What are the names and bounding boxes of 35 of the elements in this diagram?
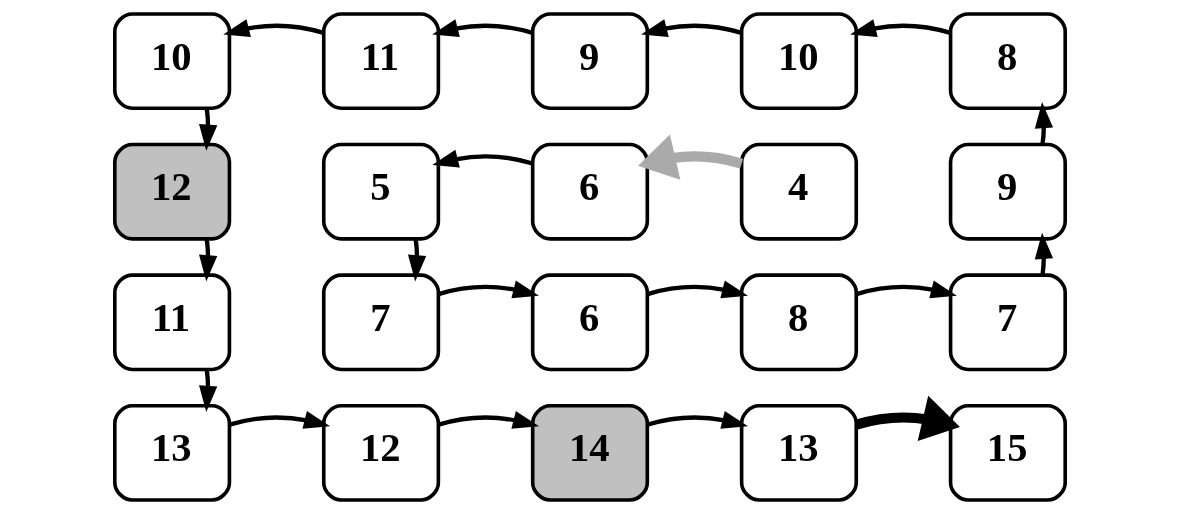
arrow [228,411,330,429]
arrow [854,395,960,441]
node-box: 13 [112,403,231,502]
arrow [849,19,951,38]
node-box: 13 [739,403,858,502]
arrow [222,19,324,38]
node-box: 6 [530,142,649,241]
node-box: 10 [739,12,858,111]
arrow [1034,102,1053,145]
arrow [431,19,533,38]
node-box: 5 [321,142,440,241]
node-box: 8 [948,12,1067,111]
node-box: 4 [739,142,858,241]
node-box: 11 [321,12,440,111]
arrow [437,280,539,299]
node-box: 15 [948,403,1067,502]
node-box: 6 [530,273,649,372]
node-box: 8 [739,273,858,372]
arrow [1034,232,1053,276]
node-box: 14 [530,403,649,502]
arrow [640,19,742,38]
arrow [646,411,748,429]
arrow [437,411,539,429]
arrow [855,280,957,299]
arrow [431,149,533,168]
node-box: 12 [321,403,440,502]
node-box: 9 [948,142,1067,241]
node-box: 12 [112,142,231,241]
node-box: 9 [530,12,649,111]
node-box: 7 [948,273,1067,372]
arrow [637,134,743,180]
arrow [646,280,748,299]
node-box: 11 [112,273,231,372]
node-box: 10 [112,12,231,111]
node-box: 7 [321,273,440,372]
